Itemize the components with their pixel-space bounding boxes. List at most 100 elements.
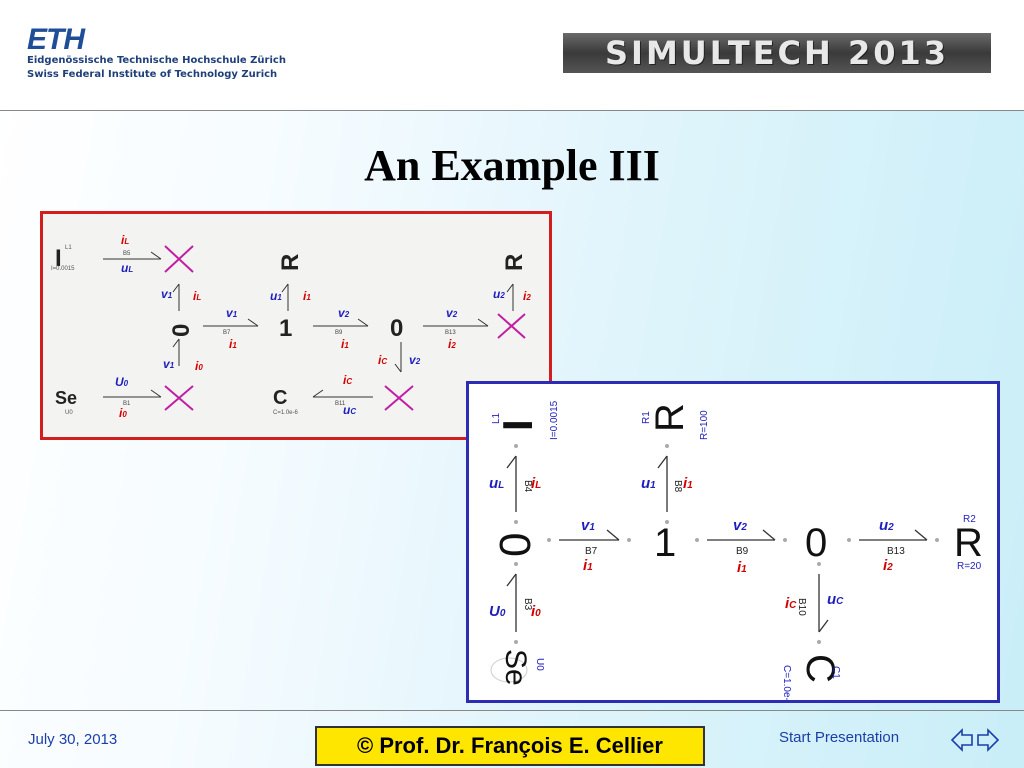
port-dot [547, 538, 551, 542]
zero-junction-2: 0 [805, 521, 827, 565]
removed-element-cross [497, 313, 526, 339]
annotation: i1 [229, 337, 237, 351]
annotation: i1 [341, 337, 349, 351]
annotation: i1 [683, 475, 693, 492]
bond-half-arrow [150, 251, 162, 260]
bond-half-arrow [506, 455, 517, 469]
inductor-element: I [494, 419, 541, 431]
annotation: i2 [883, 557, 893, 574]
inductor-name: L1 [65, 245, 72, 251]
bond-graph-reduced: I L1 I=0.0015 R R1 R=100 0 1 0 R R2 R=20… [466, 381, 1000, 707]
slide-title: An Example III [364, 141, 660, 190]
annotation: iC [343, 373, 352, 387]
annotation: i2 [523, 289, 531, 303]
bond-half-arrow [172, 338, 180, 348]
bond-half-arrow [150, 389, 162, 398]
resistor-r1: R [277, 254, 304, 271]
source-name: U0 [65, 410, 73, 416]
bond-half-arrow [357, 318, 369, 327]
bond-half-arrow [762, 529, 776, 541]
source-element: Se [499, 649, 532, 686]
annotation: v2 [733, 517, 747, 534]
resistor-r2-param: R=20 [957, 561, 982, 572]
annotation: iL [531, 475, 541, 492]
capacitor-element: C [798, 654, 842, 683]
bond-label: B7 [585, 546, 598, 557]
bond-label: B7 [223, 330, 231, 336]
annotation: i2 [448, 337, 456, 351]
port-dot [665, 444, 669, 448]
inductor-param: I=0.0015 [549, 400, 560, 440]
annotation: uL [121, 261, 133, 275]
port-dot [514, 640, 518, 644]
eth-mark: ETH [27, 23, 85, 56]
capacitor-element: C [273, 387, 287, 409]
inductor-param: I=0.0015 [51, 266, 75, 272]
eth-line-1: Eidgenössische Technische Hochschule Zür… [27, 55, 286, 66]
bond-half-arrow [477, 318, 489, 327]
bond-graph-reduced-svg: I L1 I=0.0015 R R1 R=100 0 1 0 R R2 R=20… [489, 400, 983, 706]
annotation: u1 [641, 475, 656, 492]
author-credit: © Prof. Dr. François E. Cellier [315, 726, 705, 766]
header-divider [0, 110, 1024, 111]
bond-label: B10 [796, 598, 807, 616]
resistor-r1-param: R=100 [699, 410, 710, 440]
bond-label: B9 [335, 330, 343, 336]
annotation: v1 [581, 517, 595, 534]
removed-element-cross [164, 245, 194, 273]
annotation: uC [343, 403, 356, 417]
port-dot [665, 520, 669, 524]
port-dot [514, 520, 518, 524]
bond-half-arrow [818, 619, 829, 633]
bond-half-arrow [312, 389, 324, 398]
port-dot [847, 538, 851, 542]
bond-half-arrow [394, 363, 402, 373]
annotation: i1 [583, 557, 593, 574]
bond-label: B1 [123, 401, 131, 407]
eth-logo: ETH Eidgenössische Technische Hochschule… [27, 23, 286, 82]
bond-half-arrow [606, 529, 620, 541]
resistor-r1-name: R1 [641, 411, 652, 424]
resistor-r2-name: R2 [963, 514, 976, 525]
bond-half-arrow [172, 283, 180, 293]
annotation: i1 [737, 559, 747, 576]
annotation: uL [489, 475, 504, 492]
capacitor-param: C=1.0e-6 [273, 410, 299, 416]
annotation: v1 [161, 287, 173, 301]
bond-label: B13 [887, 546, 905, 557]
source-outline [490, 657, 528, 683]
capacitor-name: C1 [830, 666, 841, 679]
annotation: i1 [303, 289, 311, 303]
start-presentation-link[interactable]: Start Presentation [779, 729, 900, 746]
port-dot [817, 562, 821, 566]
conference-logo: SIMULTECH 2013 [563, 33, 991, 73]
bond-half-arrow [281, 283, 289, 293]
bond-label: B3 [522, 598, 533, 611]
port-dot [514, 444, 518, 448]
bond-half-arrow [657, 455, 668, 469]
footer-divider [0, 710, 1024, 711]
double-arrow-icon[interactable] [950, 726, 1000, 759]
annotation: U0 [115, 375, 129, 389]
zero-junction: 0 [168, 324, 195, 337]
annotation: v2 [338, 306, 350, 320]
bond-graph-simplified-svg: I I=0.0015 L1 R R 0 1 0 Se U0 C C=1.0e-6… [51, 233, 531, 420]
port-dot [783, 538, 787, 542]
one-junction: 1 [654, 521, 676, 565]
annotation: iL [193, 289, 201, 303]
annotation: iC [785, 595, 797, 612]
annotation: v1 [163, 357, 175, 371]
resistor-r1: R [648, 403, 692, 432]
arrow-right-icon [977, 728, 1000, 752]
port-dot [935, 538, 939, 542]
resistor-r2: R [954, 521, 983, 565]
annotation: uC [827, 591, 844, 608]
removed-element-cross [384, 385, 414, 411]
port-dot [817, 640, 821, 644]
bond-half-arrow [506, 283, 514, 293]
bond-label: B13 [445, 330, 456, 336]
annotation: v2 [446, 306, 458, 320]
one-junction: 1 [279, 315, 292, 342]
inductor-element: I [55, 245, 62, 272]
bond-half-arrow [247, 318, 259, 327]
